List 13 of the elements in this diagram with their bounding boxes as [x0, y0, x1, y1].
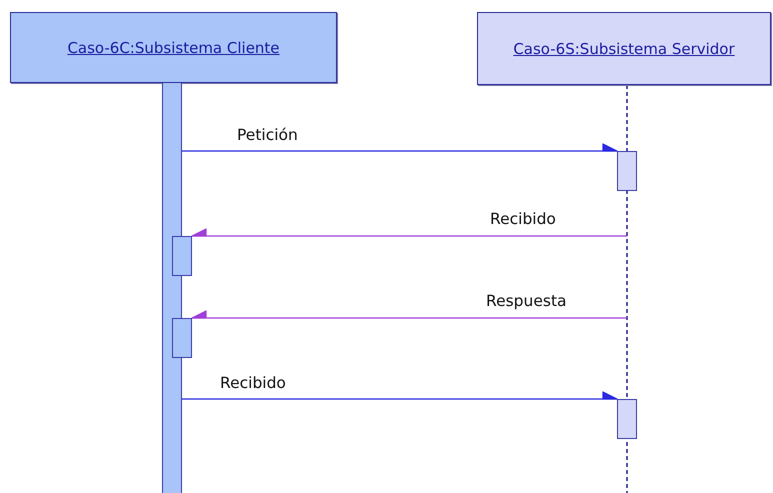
message-arrow — [182, 391, 618, 400]
message-arrow — [191, 228, 627, 237]
message-arrow — [191, 310, 627, 319]
object-box — [10, 12, 337, 83]
object-name: Caso-6S:Subsistema Servidor — [513, 40, 735, 58]
object-box — [477, 12, 771, 85]
activation-box — [172, 236, 192, 276]
activation-box — [617, 151, 637, 191]
object-name: Caso-6C:Subsistema Cliente — [67, 38, 280, 56]
activation-box — [172, 318, 192, 358]
lifeline-bar — [162, 83, 182, 493]
activation-box — [617, 399, 637, 439]
message-arrow — [182, 143, 618, 152]
